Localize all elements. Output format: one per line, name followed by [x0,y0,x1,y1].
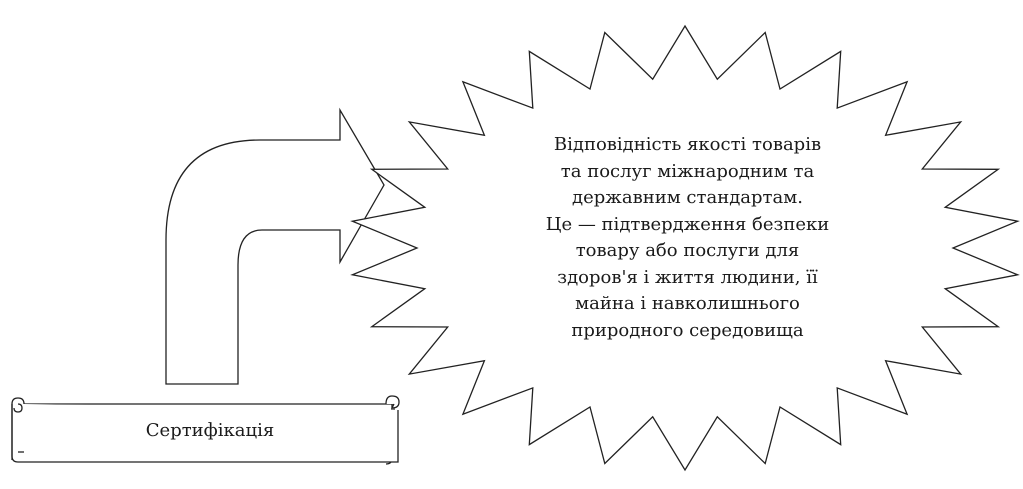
starburst-text: Відповідність якості товарів та послуг м… [545,134,830,341]
starburst-shape [350,24,1020,472]
bent-arrow-shape [165,107,385,385]
scroll-banner-shape [11,395,400,465]
scroll-banner-label: Сертифікація [145,420,275,441]
